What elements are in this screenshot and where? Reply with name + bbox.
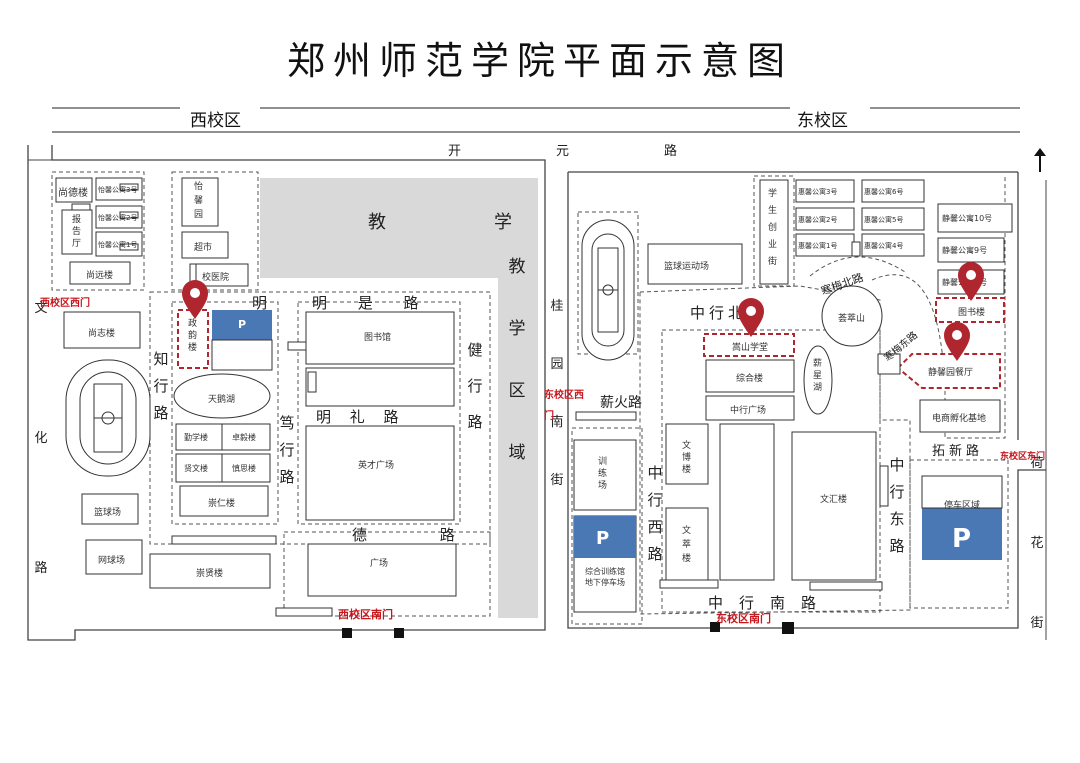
road-kaiyuan-1: 开 <box>448 144 462 159</box>
teaching-area-label: 教学区域 <box>508 257 526 463</box>
road-mingde: 德 路 <box>352 526 455 544</box>
bldg-guangchang: 广场 <box>370 559 389 569</box>
road-hehua: 荷花街 <box>1030 456 1044 631</box>
bldg-xianwen: 贤文楼 <box>184 464 208 473</box>
bldg-huixin1: 惠馨公寓1号 <box>798 242 838 250</box>
bldg-shenyi: 慎思楼 <box>232 464 256 473</box>
bldg-tianhu: 天鹅湖 <box>208 395 236 405</box>
bldg-zhonghang-square: 中行广场 <box>730 406 767 416</box>
bldg-xinxinghu: 薪星湖 <box>813 359 823 393</box>
west-campus-label: 西校区 <box>190 111 241 131</box>
road-zhixing: 知行路 <box>153 350 169 422</box>
bldg-zhengyun: 政韵楼 <box>188 319 198 353</box>
bldg-xueshengchuangye: 学生创业街 <box>768 189 778 267</box>
road-xinhuo: 薪火路 <box>600 395 642 411</box>
bldg-jingxin10: 静馨公寓10号 <box>942 214 993 223</box>
bldg-huiping: 荟萃山 <box>838 314 866 324</box>
bldg-yixin1: 怡馨公寓1号 <box>98 241 138 249</box>
pin-canting-icon[interactable] <box>942 322 972 362</box>
pin-songshan-icon[interactable] <box>736 298 766 338</box>
bldg-shangzhi: 尚志楼 <box>88 329 116 339</box>
bldg-huixin4: 惠馨公寓4号 <box>864 242 904 250</box>
teaching-label: 教学 <box>368 212 620 233</box>
road-tuoxin: 拓新路 <box>932 444 984 459</box>
road-mingshi: 明 是 路 <box>312 294 419 312</box>
road-ming-mark: 明 <box>252 294 268 312</box>
bldg-wenbo: 文博楼 <box>682 441 692 475</box>
bldg-chaoshi: 超市 <box>194 243 213 253</box>
bldg-qinxue: 勤学楼 <box>184 433 208 442</box>
bldg-shangyuan: 尚远楼 <box>86 271 114 281</box>
bldg-zonghe-parking: 综合训练馆地下停车场 <box>585 567 625 587</box>
teaching-area <box>260 178 538 278</box>
gate-east-south: 东校区南门 <box>716 612 771 625</box>
bldg-wencui: 文萃楼 <box>682 526 692 564</box>
road-kaiyuan-2: 元 <box>556 144 570 159</box>
page-title: 郑州师范学院平面示意图 <box>286 39 793 83</box>
bldg-wangqiu: 网球场 <box>98 556 126 566</box>
bldg-zonghe: 综合楼 <box>736 374 764 384</box>
gate-east-west: 东校区西门 <box>544 390 584 422</box>
road-duxing: 笃行路 <box>279 414 295 486</box>
bldg-yingcai: 英才广场 <box>358 461 395 471</box>
bldg-fuhua: 电商孵化基地 <box>932 414 987 424</box>
parking-west-sign: P <box>238 318 247 331</box>
gate-west-west: 西校区西门 <box>40 298 90 309</box>
road-wenhua: 文化路 <box>34 301 48 576</box>
bldg-shangde: 尚德楼 <box>58 188 88 199</box>
bldg-yixin2: 怡馨公寓2号 <box>98 214 138 222</box>
bldg-huixin5: 惠馨公寓5号 <box>864 216 904 224</box>
bldg-zhuoyi: 卓毅楼 <box>232 433 256 442</box>
gate-west-south: 西校区南门 <box>338 608 393 621</box>
bldg-huixin3: 惠馨公寓3号 <box>798 188 838 196</box>
bldg-yixin-garden: 怡馨园 <box>194 182 204 220</box>
bldg-lanqiu-west: 篮球场 <box>94 508 122 518</box>
bldg-chongxian: 崇贤楼 <box>196 569 224 579</box>
bldg-jingxin-canting: 静馨园餐厅 <box>928 368 974 378</box>
bldg-xunlian: 训练场 <box>598 457 608 491</box>
bldg-huixin2: 惠馨公寓2号 <box>798 216 838 224</box>
road-zhonghang-dong: 中行东路 <box>889 456 905 555</box>
road-jianxing: 健行路 <box>467 341 483 431</box>
road-guiyuan-nan: 桂园南街 <box>550 299 564 488</box>
road-kaiyuan-3: 路 <box>664 144 678 159</box>
road-zhonghang-nan: 中行南路 <box>708 594 833 612</box>
bldg-yixin3: 怡馨公寓3号 <box>98 186 138 194</box>
pin-zhengyun-icon[interactable] <box>180 280 210 320</box>
bldg-tushuguan: 图书馆 <box>364 333 392 343</box>
bldg-jingxin9: 静馨公寓9号 <box>942 246 988 255</box>
gate-east-east: 东校区东门 <box>1000 452 1046 462</box>
pin-tushu-icon[interactable] <box>956 262 986 302</box>
bldg-baogao: 报告厅 <box>72 215 82 249</box>
east-campus-label: 东校区 <box>797 111 848 131</box>
parking-east-sign: P <box>952 524 972 554</box>
road-zhonghang-xi: 中行西路 <box>647 464 663 563</box>
parking-training-sign: P <box>596 528 610 549</box>
bldg-chongren: 崇仁楼 <box>208 499 236 509</box>
road-mingli: 明 礼 路 <box>316 408 399 426</box>
bldg-songshan: 嵩山学堂 <box>732 343 769 353</box>
bldg-tushu-east: 图书楼 <box>958 308 986 318</box>
bldg-huixin6: 惠馨公寓6号 <box>864 188 904 196</box>
bldg-wenhui: 文汇楼 <box>820 495 848 505</box>
bldg-lanqiu-east: 篮球运动场 <box>664 262 710 272</box>
bldg-xiaoyiyuan: 校医院 <box>202 273 230 283</box>
bldg-parking-zone: 停车区域 <box>944 501 981 511</box>
